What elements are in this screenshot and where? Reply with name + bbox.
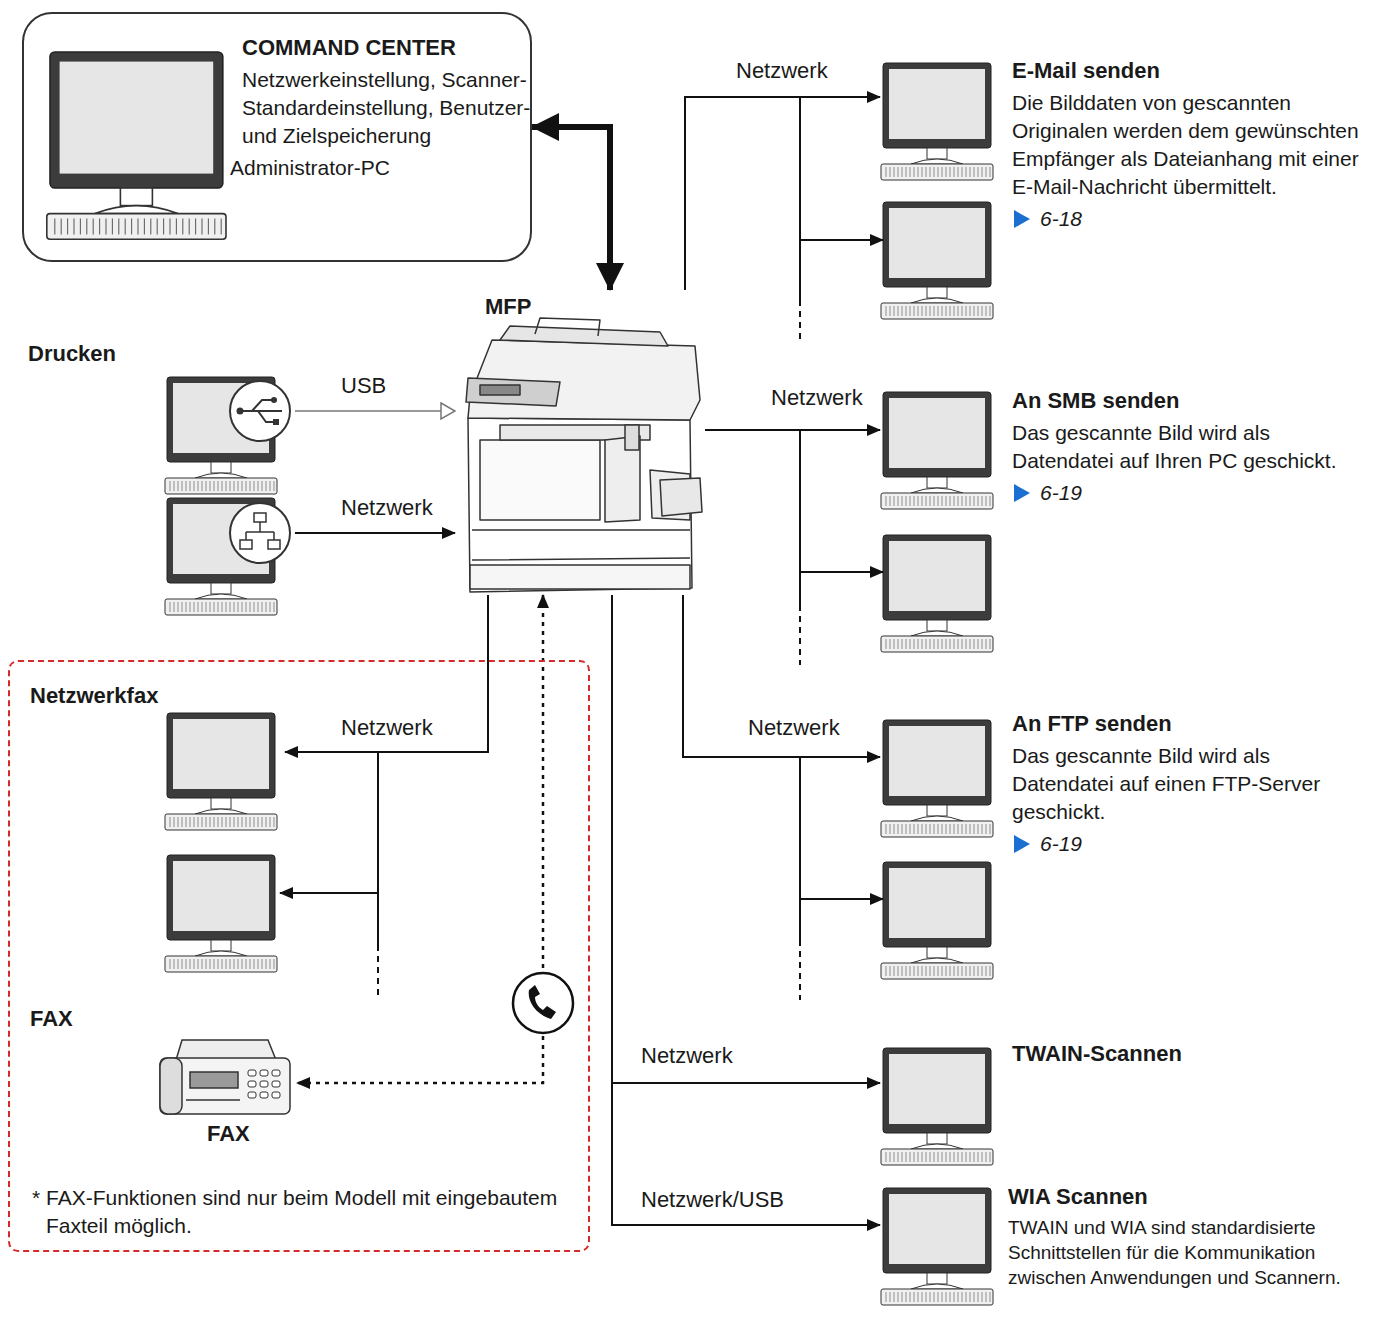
computer-icon — [165, 855, 277, 972]
command-center-box: COMMAND CENTERNetzwerkeinstellung, Scann… — [22, 12, 532, 262]
fax-key — [272, 1070, 280, 1076]
email-group: E-Mail sendenDie Bilddaten von gescannte… — [880, 55, 1377, 320]
connector — [612, 595, 880, 1083]
computer-icon — [165, 713, 277, 830]
connection-label: Netzwerk — [745, 715, 843, 741]
fax-key — [248, 1081, 256, 1087]
connection-label: Netzwerk/USB — [638, 1187, 787, 1213]
connector — [705, 429, 880, 431]
computer-icon — [881, 63, 993, 180]
node-text: * FAX-Funktionen sind nur beim Modell mi… — [32, 1184, 562, 1240]
node-heading: Netzwerkfax — [30, 682, 270, 710]
node-heading: FAX — [30, 1005, 130, 1033]
connector — [685, 97, 880, 290]
fax-key — [260, 1081, 268, 1087]
node-text: Das gescannte Bild wird als Datendatei a… — [1012, 419, 1377, 475]
fax-key — [260, 1092, 268, 1098]
fax-key — [248, 1070, 256, 1076]
network-branch — [280, 97, 883, 1000]
page-reference: 6-19 — [1012, 479, 1240, 507]
fax-key — [272, 1081, 280, 1087]
computer-icon — [47, 52, 226, 239]
ftp-group: An FTP sendenDas gescannte Bild wird als… — [880, 708, 1377, 973]
node-heading: Drucken — [28, 340, 228, 368]
computer-icon — [881, 862, 993, 979]
node-heading: COMMAND CENTER — [242, 34, 542, 62]
fax-region: * FAX-Funktionen sind nur beim Modell mi… — [8, 660, 590, 1252]
connector — [612, 595, 880, 1225]
node-text: Die Bilddaten von gescannten Originalen … — [1012, 89, 1377, 201]
phone-line-symbol — [513, 973, 573, 1033]
node-heading: An FTP senden — [1012, 710, 1377, 738]
page-reference: 6-18 — [1012, 205, 1240, 233]
connector — [532, 127, 610, 290]
node-text: Administrator-PC — [230, 154, 530, 182]
node-text: Das gescannte Bild wird als Datendatei a… — [1012, 742, 1377, 826]
wia-group: WIA ScannenTWAIN und WIA sind standardis… — [880, 1180, 1377, 1322]
connection-label: Netzwerk — [733, 58, 831, 84]
connection-label: Netzwerk — [338, 495, 436, 521]
node-heading: An SMB senden — [1012, 387, 1377, 415]
smb-group: An SMB sendenDas gescannte Bild wird als… — [880, 385, 1377, 635]
fax-machine — [160, 1040, 290, 1114]
node-text: TWAIN und WIA sind standardisierte Schni… — [1008, 1215, 1374, 1290]
computer-icon — [881, 392, 993, 509]
fax-group: FAX FAX — [27, 1002, 297, 1157]
node-text: Netzwerkeinstellung, Scanner-Standardein… — [242, 66, 542, 150]
node-heading: TWAIN-Scannen — [1012, 1040, 1312, 1068]
computer-icon — [881, 535, 993, 652]
network-fax-group: Netzwerkfax — [27, 677, 285, 1002]
computer-icon — [881, 720, 993, 837]
node-heading: FAX — [207, 1120, 287, 1148]
connector — [297, 595, 543, 1083]
node-heading: E-Mail senden — [1012, 57, 1377, 85]
computer-icon — [881, 202, 993, 319]
page-reference: 6-19 — [1012, 830, 1240, 858]
node-heading: WIA Scannen — [1008, 1183, 1374, 1211]
fax-key — [272, 1092, 280, 1098]
mfp-device: MFP — [455, 290, 705, 595]
connector — [285, 595, 488, 752]
node-heading: MFP — [485, 293, 565, 321]
print-group: Drucken — [25, 338, 295, 610]
mfp-printer — [466, 318, 702, 592]
connection-label: Netzwerk — [768, 385, 866, 411]
computer-icon — [881, 1188, 993, 1305]
connector — [683, 595, 880, 757]
connection-label: Netzwerk — [338, 715, 436, 741]
twain-group: TWAIN-Scannen — [880, 1038, 1377, 1158]
connector — [295, 532, 455, 534]
fax-key — [248, 1092, 256, 1098]
network-badge — [230, 503, 290, 563]
connection-label: USB — [338, 373, 389, 399]
connector — [295, 410, 455, 412]
usb-badge — [230, 381, 290, 441]
computer-icon — [881, 1048, 993, 1165]
fax-key — [260, 1070, 268, 1076]
connection-label: Netzwerk — [638, 1043, 736, 1069]
